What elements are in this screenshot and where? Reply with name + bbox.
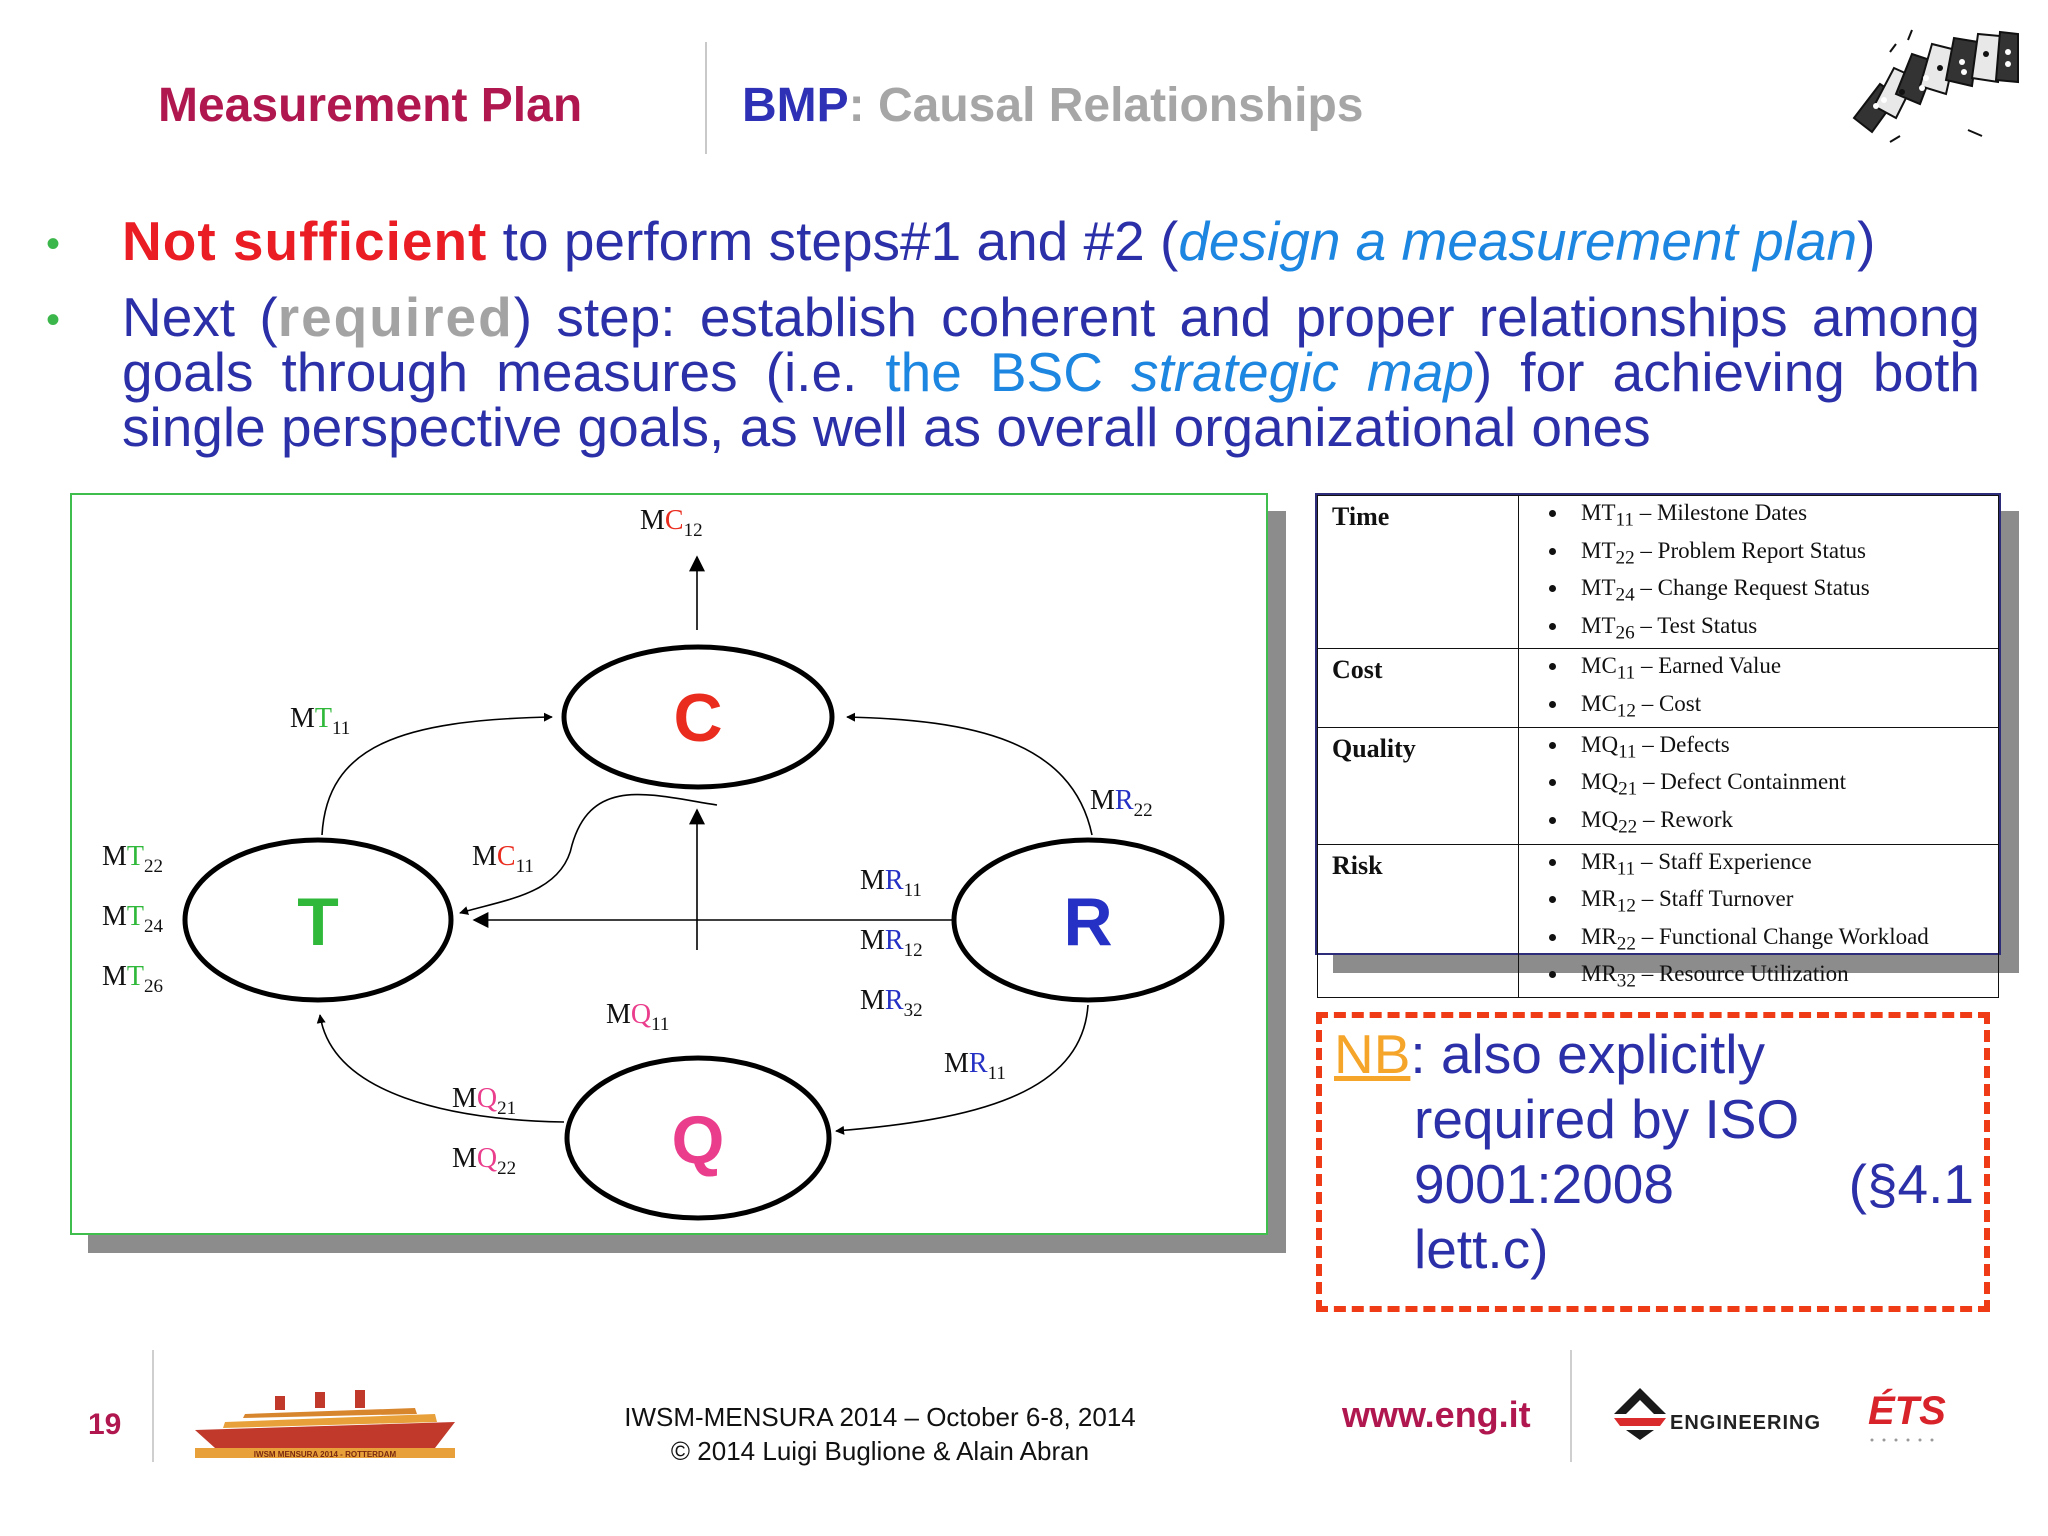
node-t-ellipse — [182, 837, 454, 1003]
list-item: MC11 – Earned Value — [1569, 651, 1998, 689]
arrow-t-to-c — [321, 712, 553, 836]
nb-callout-text: NB: also explicitly required by ISO 9001… — [1334, 1022, 1974, 1282]
list-item: MT22 – Problem Report Status — [1569, 536, 1998, 574]
label-mr11-top: MR11 — [860, 865, 922, 901]
nb-line-4: lett.c) — [1414, 1218, 1549, 1280]
list-item: MT26 – Test Status — [1569, 611, 1998, 649]
conference-info: IWSM-MENSURA 2014 – October 6-8, 2014 © … — [560, 1400, 1200, 1468]
table-row: Time MT11 – Milestone Dates MT22 – Probl… — [1317, 494, 1999, 650]
page-number: 19 — [88, 1408, 122, 1441]
bullet-2-mid: ) step: establish coherent and proper re… — [122, 286, 1981, 403]
measures-table: Time MT11 – Milestone Dates MT22 – Probl… — [1315, 493, 2001, 998]
label-mr12: MR12 — [860, 925, 923, 961]
nb-iso-number: 9001:2008 — [1414, 1153, 1674, 1215]
bullet-2-start: Next ( — [122, 286, 278, 348]
ets-logo: ÉTS — [1868, 1388, 1946, 1442]
ets-logo-text: ÉTS — [1868, 1388, 1946, 1433]
bullet-1-italic: design a measurement plan — [1178, 210, 1858, 272]
bullet-dot: • — [46, 298, 61, 342]
label-mr32: MR32 — [860, 985, 923, 1021]
label-mc11: MC11 — [472, 841, 534, 877]
node-q-label: Q — [672, 1102, 725, 1178]
footer-divider-left — [152, 1350, 154, 1462]
table-row: Quality MQ11 – Defects MQ21 – Defect Con… — [1317, 726, 1999, 845]
nb-tag: NB — [1334, 1023, 1411, 1085]
website-link[interactable]: www.eng.it — [1342, 1394, 1531, 1435]
table-items-cell: MT11 – Milestone Dates MT22 – Problem Re… — [1518, 494, 1999, 650]
node-c-label: C — [673, 680, 722, 756]
label-mc12: MC12 — [640, 505, 703, 541]
bullet-2-text: Next (required) step: establish coherent… — [122, 290, 1980, 455]
section-title: Measurement Plan — [158, 79, 583, 132]
list-item: MQ21 – Defect Containment — [1569, 767, 1998, 805]
list-item: MC12 – Cost — [1569, 689, 1998, 727]
label-mt24: MT24 — [102, 901, 164, 937]
list-item: MR32 – Resource Utilization — [1569, 959, 1998, 997]
table-items-cell: MC11 – Earned Value MC12 – Cost — [1518, 648, 1999, 728]
node-c-ellipse — [561, 644, 835, 790]
engineering-logo-text: ENGINEERING — [1670, 1412, 1822, 1434]
node-t-label: T — [297, 884, 339, 960]
label-mq11: MQ11 — [606, 999, 669, 1035]
bullet-dot: • — [46, 222, 61, 266]
table-items-cell: MR11 – Staff Experience MR12 – Staff Tur… — [1518, 843, 1999, 998]
nb-line-2: required by ISO — [1414, 1088, 1800, 1150]
node-r-label: R — [1063, 884, 1112, 960]
list-item: MR12 – Staff Turnover — [1569, 884, 1998, 922]
header-divider — [705, 42, 707, 154]
arrow-c-to-t — [459, 793, 718, 915]
table-row: Cost MC11 – Earned Value MC12 – Cost — [1317, 648, 1999, 728]
nb-line-1: : also explicitly — [1410, 1023, 1765, 1085]
bullet-2-end: ) for achieving both single perspective … — [122, 341, 1980, 458]
table-category-quality: Quality — [1317, 726, 1519, 845]
slide-title-rest: : Causal Relationships — [848, 79, 1364, 132]
list-item: MQ11 – Defects — [1569, 730, 1998, 768]
nb-line-3: 9001:2008 (§4.1 — [1334, 1152, 1974, 1217]
bullet-1-text: Not sufficient to perform steps#1 and #2… — [122, 214, 2002, 269]
list-item: MR22 – Functional Change Workload — [1569, 922, 1998, 960]
label-mt11: MT11 — [290, 703, 350, 739]
node-q-ellipse — [564, 1055, 832, 1221]
node-r-ellipse — [951, 837, 1225, 1003]
list-item: MR11 – Staff Experience — [1569, 847, 1998, 885]
arrow-q-to-t — [316, 1014, 565, 1123]
ship-logo-caption: IWSM MENSURA 2014 - ROTTERDAM — [254, 1450, 397, 1459]
conference-line-2: © 2014 Luigi Buglione & Alain Abran — [670, 1436, 1090, 1466]
nb-callout-box — [1316, 1012, 1990, 1312]
list-item: MT24 – Change Request Status — [1569, 573, 1998, 611]
dominoes-icon — [1852, 29, 2019, 143]
table-items-cell: MQ11 – Defects MQ21 – Defect Containment… — [1518, 726, 1999, 845]
causal-diagram-box: C T R Q MC12 MT11 MC11 MR22 MT22 MT24 MT… — [70, 493, 1268, 1235]
label-mt22: MT22 — [102, 841, 163, 877]
nb-section-ref: (§4.1 — [1848, 1153, 1974, 1215]
bullet-2-required: required — [277, 286, 514, 348]
conference-line-1: IWSM-MENSURA 2014 – October 6-8, 2014 — [624, 1402, 1136, 1432]
bullet-1-mid: to perform steps#1 and #2 ( — [487, 210, 1179, 272]
label-mq21: MQ21 — [452, 1083, 516, 1119]
table-row: Risk MR11 – Staff Experience MR12 – Staf… — [1317, 843, 1999, 998]
bullet-1-emphasis: Not sufficient — [122, 210, 488, 272]
table-category-risk: Risk — [1317, 843, 1519, 998]
label-mq22: MQ22 — [452, 1143, 516, 1179]
causal-diagram: C T R Q MC12 MT11 MC11 MR22 MT22 MT24 MT… — [102, 505, 1225, 1221]
table-category-cost: Cost — [1317, 648, 1519, 728]
engineering-logo-icon — [1614, 1388, 1666, 1440]
footer-divider-right — [1570, 1350, 1572, 1462]
bullet-1-end: ) — [1857, 210, 1876, 272]
label-mr11-bottom: MR11 — [944, 1048, 1006, 1084]
bullet-2-bsc: the BSC — [885, 341, 1132, 403]
slide-title-prefix: BMP — [742, 79, 849, 132]
arrow-r-to-q — [835, 1004, 1089, 1135]
arrow-r-to-c — [846, 712, 1093, 836]
slide-title: BMP: Causal Relationships — [742, 78, 1363, 133]
conference-ship-logo: IWSM MENSURA 2014 - ROTTERDAM — [195, 1390, 455, 1459]
list-item: MQ22 – Rework — [1569, 805, 1998, 843]
label-mt26: MT26 — [102, 961, 163, 997]
label-mr22: MR22 — [1090, 785, 1153, 821]
bullet-2-strategic-map: strategic map — [1131, 341, 1474, 403]
list-item: MT11 – Milestone Dates — [1569, 498, 1998, 536]
table-category-time: Time — [1317, 494, 1519, 650]
